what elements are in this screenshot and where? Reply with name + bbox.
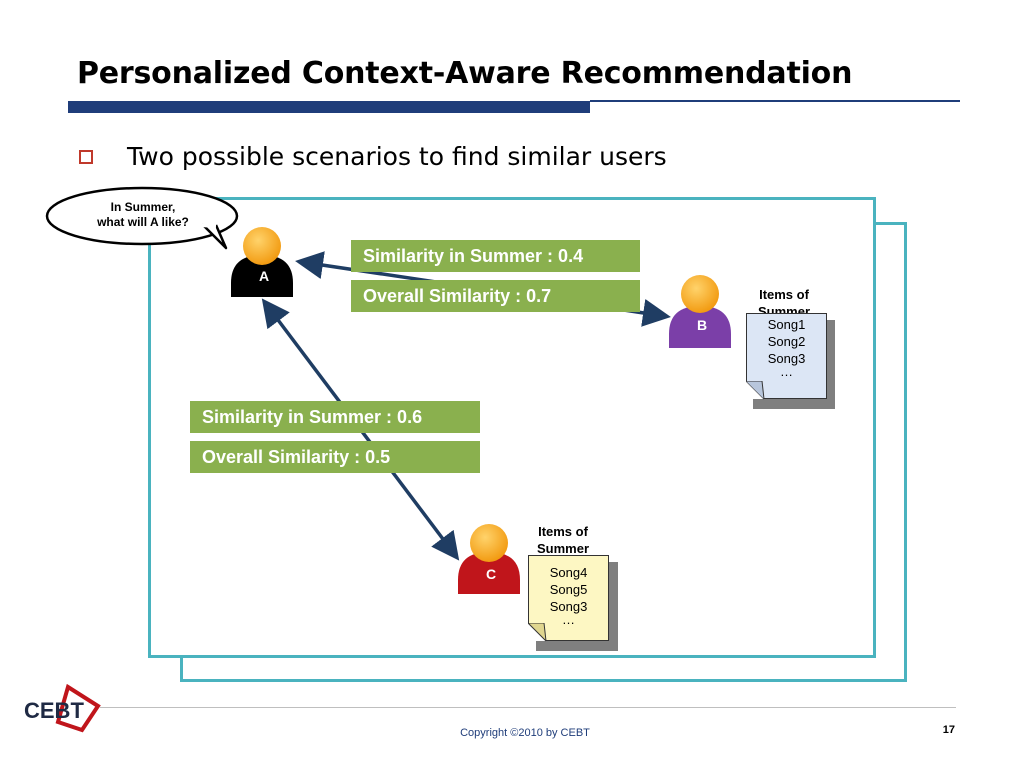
items-b-song: Song1 — [767, 317, 806, 332]
items-b-song: Song3 — [767, 351, 806, 366]
items-b-song: … — [780, 364, 793, 379]
label-ac-overall-similarity: Overall Similarity : 0.5 — [190, 441, 480, 473]
copyright-text: Copyright ©2010 by CEBT — [460, 727, 590, 739]
cebt-logo-text: CEBT — [24, 698, 84, 723]
items-c-song: … — [562, 612, 575, 627]
label-ab-overall-similarity: Overall Similarity : 0.7 — [351, 280, 640, 312]
title-underline-thick — [68, 101, 590, 113]
items-b-caption-line1: Items of — [759, 287, 809, 302]
items-c-caption: Items of Summer — [518, 523, 608, 557]
items-c-song: Song3 — [549, 599, 588, 614]
items-b-fold-icon — [746, 381, 765, 400]
items-c-song: Song5 — [549, 582, 588, 597]
speech-bubble-line2: what will A like? — [97, 215, 189, 229]
speech-bubble-tail-icon — [200, 223, 228, 250]
title-underline-thin — [590, 100, 960, 102]
label-ac-summer-similarity: Similarity in Summer : 0.6 — [190, 401, 480, 433]
items-c-caption-line1: Items of — [538, 524, 588, 539]
label-ab-summer-similarity: Similarity in Summer : 0.4 — [351, 240, 640, 272]
footer-divider — [100, 707, 956, 708]
user-b-icon — [669, 275, 731, 348]
bullet-text: Two possible scenarios to find similar u… — [127, 142, 667, 171]
user-c-icon — [458, 524, 520, 594]
items-c-fold-icon — [528, 623, 547, 642]
speech-bubble-line1: In Summer, — [110, 200, 176, 214]
items-c-caption-line2: Summer — [536, 541, 590, 556]
slide-title: Personalized Context-Aware Recommendatio… — [77, 56, 853, 91]
items-c-song: Song4 — [549, 565, 588, 580]
bullet-square-icon — [79, 150, 93, 164]
user-c-label: C — [485, 566, 497, 582]
user-a-icon — [231, 227, 293, 297]
speech-bubble-text: In Summer, what will A like? — [45, 200, 241, 230]
user-b-label: B — [696, 317, 708, 333]
cebt-logo-icon: CEBT — [24, 684, 101, 733]
speech-bubble-icon — [45, 186, 239, 246]
items-b-song: Song2 — [767, 334, 806, 349]
user-a-label: A — [258, 268, 270, 284]
page-number: 17 — [942, 724, 955, 736]
